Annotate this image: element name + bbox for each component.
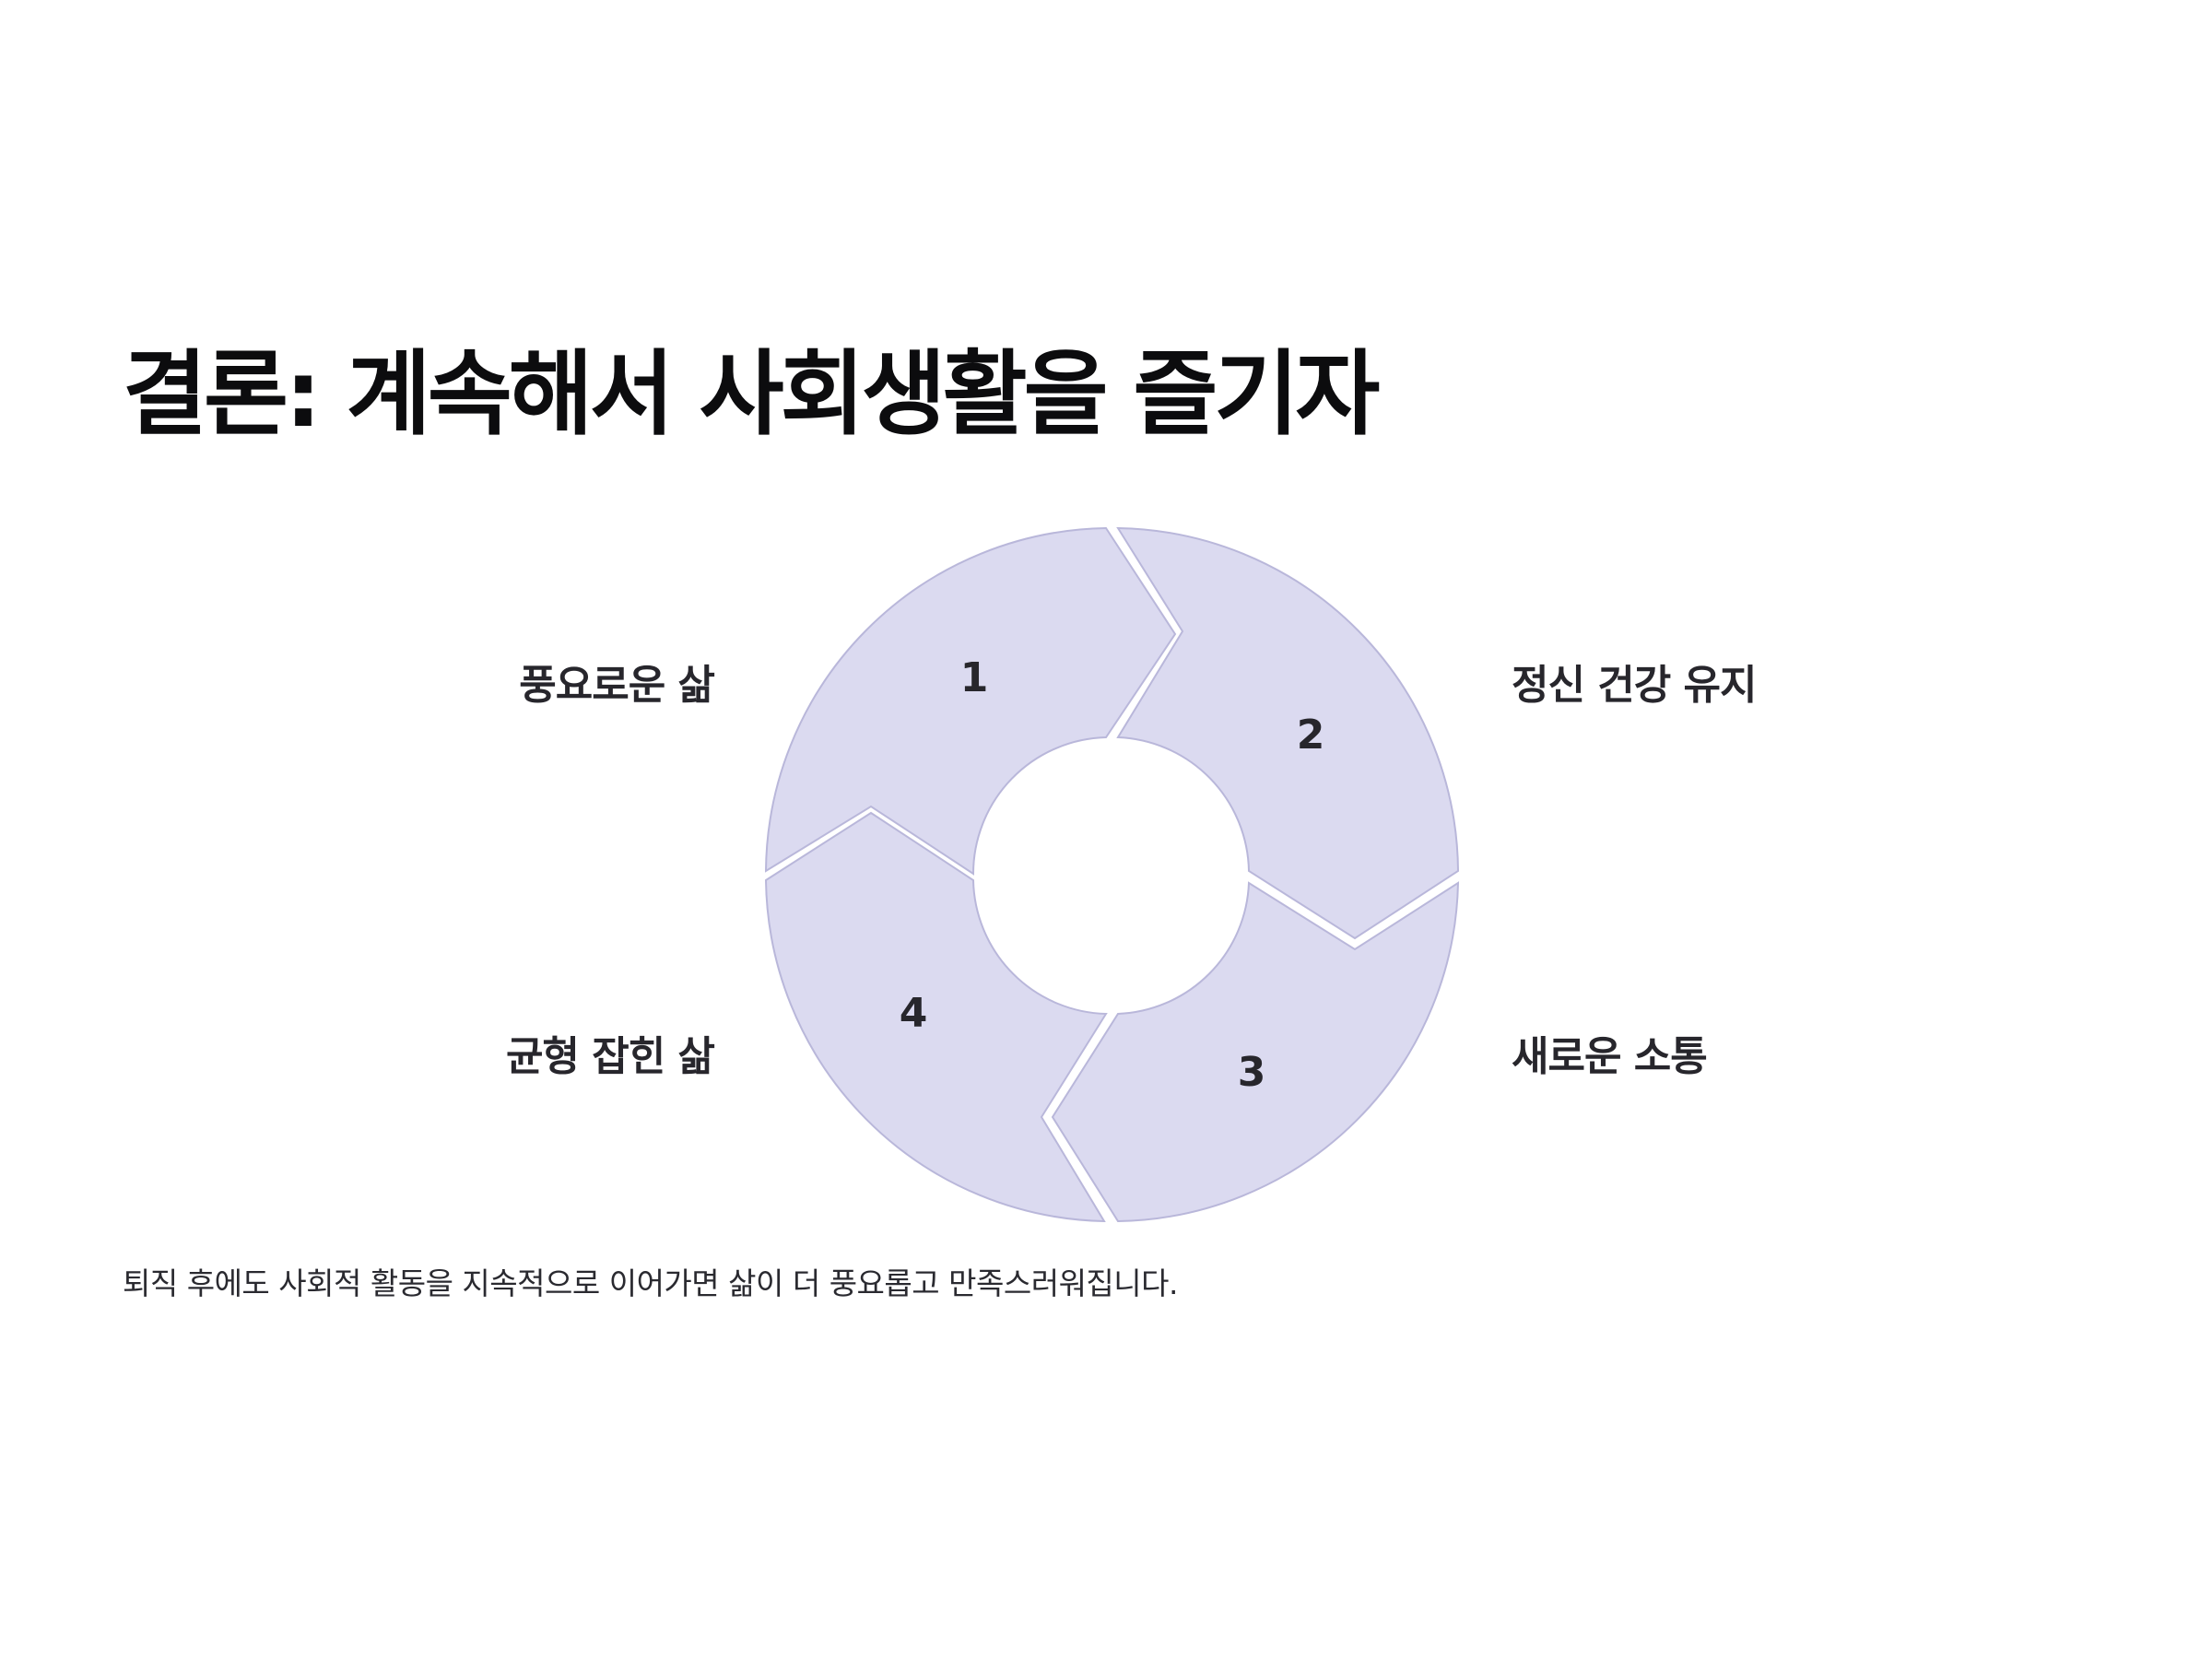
segment-2-shape [1116, 526, 1460, 940]
cycle-segment-1: 1 [764, 526, 1177, 876]
summary-text: 퇴직 후에도 사회적 활동을 지속적으로 이어가면 삶이 더 풍요롭고 만족스러… [123, 1265, 1179, 1301]
segment-3-shape [1051, 881, 1460, 1223]
segment-number-4: 4 [900, 990, 928, 1037]
segment-number-1: 1 [960, 654, 989, 701]
cycle-segment-2: 2 [1116, 526, 1460, 940]
slide-title: 결론: 계속해서 사회생활을 즐기자 [123, 340, 1380, 448]
segment-label-3: 새로운 소통 [1512, 1033, 1708, 1080]
cycle-segment-4: 4 [764, 811, 1108, 1223]
segment-4-shape [764, 811, 1108, 1223]
segment-number-3: 3 [1238, 1049, 1266, 1096]
segment-label-4: 균형 잡힌 삶 [505, 1033, 715, 1080]
segment-label-2: 정신 건강 유지 [1512, 662, 1758, 709]
segment-number-2: 2 [1297, 712, 1325, 759]
segment-1-shape [764, 526, 1177, 876]
segment-label-1: 풍요로운 삶 [519, 662, 715, 709]
cycle-segment-3: 3 [1051, 881, 1460, 1223]
